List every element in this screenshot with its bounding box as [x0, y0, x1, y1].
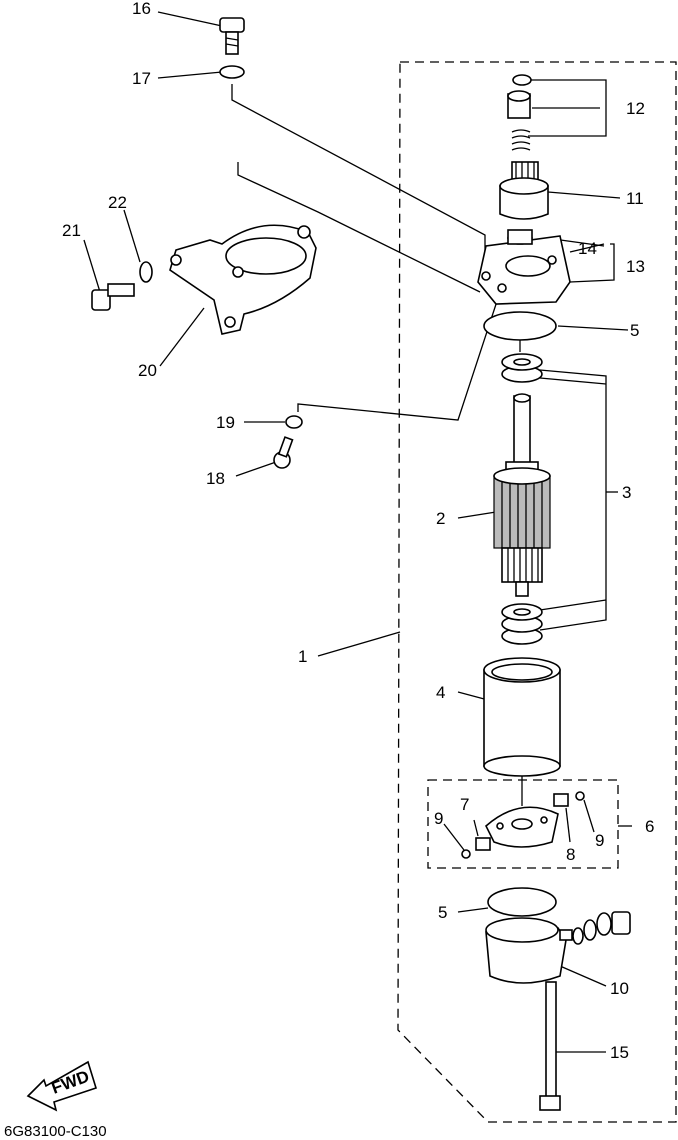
o-ring-5-lower	[487, 887, 557, 917]
label-11: 11	[626, 189, 644, 208]
label-6: 6	[645, 817, 654, 836]
terminal-hardware	[572, 911, 631, 945]
label-15: 15	[610, 1043, 629, 1062]
washer-set-3-upper	[501, 353, 543, 383]
yoke-4	[483, 657, 561, 777]
pinion-stopper-set-12	[507, 74, 532, 151]
label-5-lower: 5	[438, 903, 447, 922]
label-19: 19	[216, 413, 235, 432]
washer-19	[285, 415, 303, 429]
label-20: 20	[138, 361, 157, 380]
label-13: 13	[626, 257, 645, 276]
through-bolt-15	[539, 981, 561, 1111]
o-ring-5-upper	[483, 311, 557, 341]
label-9-right: 9	[595, 831, 604, 850]
label-3: 3	[622, 483, 631, 502]
label-17: 17	[132, 69, 151, 88]
washer-set-3-lower	[501, 603, 543, 645]
brush-holder-boundary	[427, 779, 619, 869]
label-4: 4	[436, 683, 445, 702]
label-14: 14	[578, 239, 597, 258]
washer-17	[219, 65, 245, 79]
label-1: 1	[298, 647, 307, 666]
washer-22	[139, 261, 153, 283]
mounting-bracket-20	[169, 224, 317, 335]
part-labels: 16 17 12 11 14 13 5 3 2 1 4 22 21 20 19 …	[62, 0, 654, 1062]
label-16: 16	[132, 0, 151, 18]
label-18: 18	[206, 469, 225, 488]
label-5-upper: 5	[630, 321, 639, 340]
bolt-16	[219, 17, 245, 55]
label-22: 22	[108, 193, 127, 212]
label-7: 7	[460, 795, 469, 814]
bolt-21	[91, 283, 135, 311]
brush-holder-6	[461, 791, 585, 859]
label-21: 21	[62, 221, 81, 240]
screw-18	[273, 436, 294, 469]
pinion-drive-11	[499, 161, 549, 220]
label-12: 12	[626, 99, 645, 118]
lower-bracket-10	[485, 917, 573, 984]
drawing-code: 6G83100-C130	[4, 1123, 107, 1140]
label-8: 8	[566, 845, 575, 864]
armature-2	[493, 393, 551, 597]
label-2: 2	[436, 509, 445, 528]
label-9-left: 9	[434, 809, 443, 828]
fwd-arrow-icon: FWD	[26, 1060, 97, 1112]
label-10: 10	[610, 979, 629, 998]
upper-bracket-13	[477, 229, 571, 305]
assembly-boundary	[397, 61, 677, 1123]
